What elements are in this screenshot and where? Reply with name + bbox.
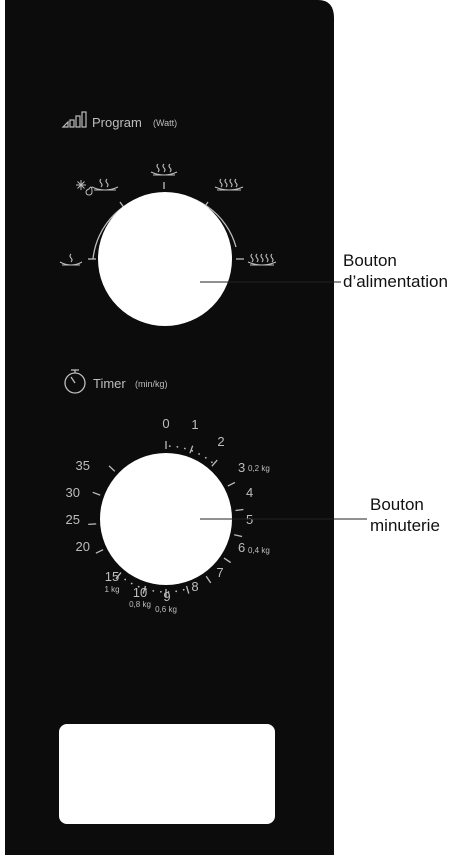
timer-minor-tick: [191, 449, 194, 452]
power-callout-line-1: Bouton: [343, 251, 397, 270]
timer-label-35: 35: [76, 458, 90, 473]
timer-title: Timer: [93, 376, 126, 391]
timer-label-9: 9: [163, 589, 170, 604]
timer-weight-label: 0,2 kg: [248, 464, 270, 473]
timer-minor-tick: [137, 585, 140, 588]
timer-label-10: 10: [133, 585, 147, 600]
timer-label-1: 1: [191, 417, 198, 432]
timer-tick: [189, 445, 194, 454]
timer-callout-line-1: Bouton: [370, 495, 424, 514]
timer-minor-tick: [176, 446, 179, 448]
heat-level-3-icon: [150, 163, 178, 176]
timer-knob-callout: Bouton minuterie: [370, 494, 440, 536]
power-knob[interactable]: [98, 192, 232, 326]
signal-bars-icon: [61, 111, 87, 128]
heat-level-2-icon: [91, 178, 119, 191]
stopwatch-icon: [64, 369, 86, 394]
timer-label-3: 3: [238, 460, 245, 475]
timer-minor-tick: [152, 590, 155, 592]
timer-weight-label: 0,4 kg: [248, 546, 270, 555]
timer-tick: [234, 534, 243, 538]
timer-label-4: 4: [246, 485, 253, 500]
heat-level-icons: [59, 163, 277, 266]
timer-tick: [88, 523, 97, 526]
timer-weight-label: 0,8 kg: [129, 600, 151, 609]
timer-minor-tick: [204, 456, 207, 459]
timer-tick: [108, 465, 116, 472]
timer-label-6: 6: [238, 540, 245, 555]
timer-tick: [227, 481, 236, 487]
program-title: Program: [92, 115, 142, 130]
timer-tick: [205, 575, 212, 584]
power-callout-line-2: d’alimentation: [343, 272, 448, 291]
timer-tick: [185, 585, 190, 594]
timer-tick: [95, 549, 104, 554]
timer-tick: [92, 491, 101, 496]
timer-minor-tick: [182, 588, 185, 591]
timer-minor-tick: [130, 582, 133, 585]
timer-label-30: 30: [66, 485, 80, 500]
timer-minor-tick: [198, 453, 201, 455]
timer-tick: [223, 557, 232, 564]
timer-knob[interactable]: [100, 453, 232, 585]
heat-level-1-icon: [59, 253, 83, 266]
timer-label-15: 15: [105, 569, 119, 584]
control-panel: [5, 0, 334, 855]
timer-tick: [115, 572, 122, 580]
timer-minor-tick: [211, 461, 213, 464]
timer-label-8: 8: [191, 579, 198, 594]
timer-label-20: 20: [76, 539, 90, 554]
timer-minor-tick: [184, 447, 186, 450]
heat-level-4-icon: [214, 178, 244, 191]
defrost-snowflake-icon: [76, 180, 93, 196]
program-unit: (Watt): [153, 118, 177, 128]
timer-minor-tick: [175, 590, 178, 593]
timer-minor-tick: [168, 445, 171, 447]
timer-tick: [142, 585, 147, 594]
timer-minor-tick: [145, 588, 147, 591]
timer-minor-tick: [167, 591, 170, 593]
timer-tick: [235, 508, 244, 512]
timer-weight-label: 1 kg: [104, 585, 119, 594]
power-knob-callout: Bouton d’alimentation: [343, 250, 448, 292]
timer-minor-tick: [160, 590, 162, 593]
timer-minor-tick: [124, 578, 127, 581]
timer-label-7: 7: [216, 565, 223, 580]
display-window: [59, 724, 275, 824]
timer-label-2: 2: [217, 434, 224, 449]
timer-callout-line-2: minuterie: [370, 516, 440, 535]
timer-weight-label: 0,6 kg: [155, 605, 177, 614]
timer-label-0: 0: [162, 416, 169, 431]
heat-level-5-icon: [247, 253, 277, 266]
timer-tick: [211, 459, 218, 467]
timer-label-25: 25: [66, 512, 80, 527]
timer-unit: (min/kg): [135, 379, 168, 389]
